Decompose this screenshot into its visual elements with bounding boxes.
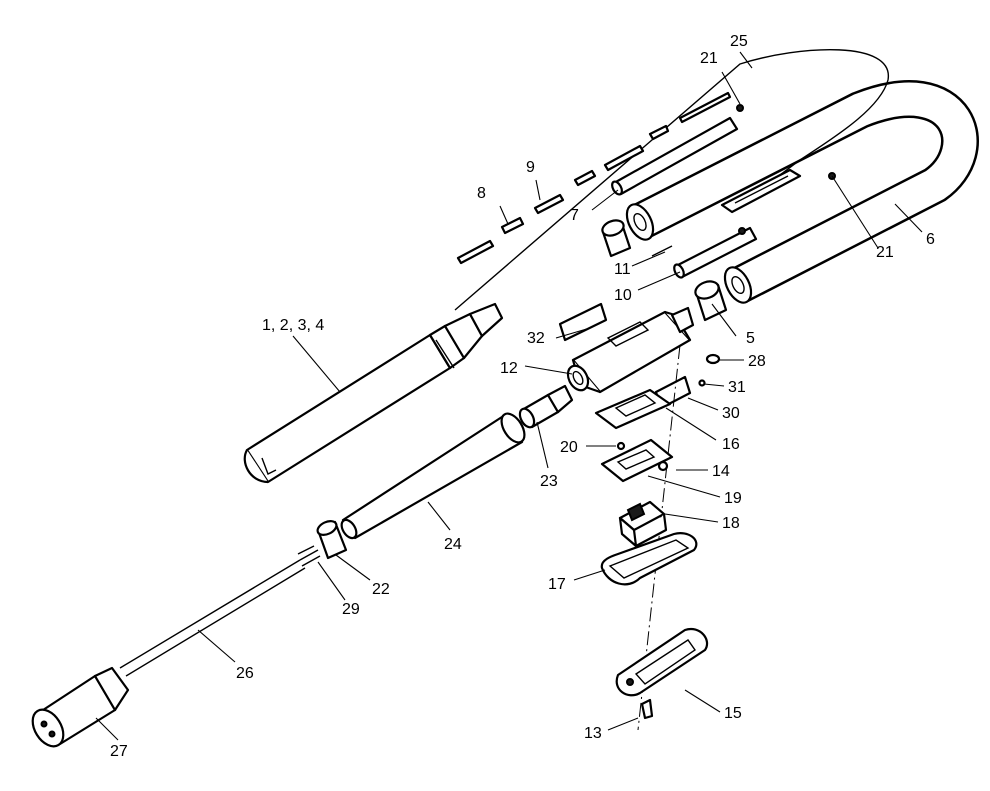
leader-lines — [95, 51, 923, 741]
collar-5 — [694, 280, 728, 322]
plate-19 — [600, 438, 674, 483]
callout-29: 29 — [342, 601, 360, 618]
callout-18: 18 — [722, 515, 740, 532]
callout-26: 26 — [236, 665, 254, 682]
callout-16: 16 — [722, 436, 740, 453]
plug-27 — [31, 666, 130, 748]
junction-box-12 — [566, 306, 695, 394]
callout-20: 20 — [560, 439, 578, 456]
callout-15: 15 — [724, 705, 742, 722]
callout-22: 22 — [372, 581, 390, 598]
callout-7: 7 — [570, 207, 579, 224]
callout-32: 32 — [527, 330, 545, 347]
callout-17: 17 — [548, 576, 566, 593]
callout-11: 11 — [614, 261, 631, 278]
callout-25: 25 — [730, 33, 748, 50]
callout-10: 10 — [614, 287, 632, 304]
tube-7 — [611, 116, 739, 196]
pins-8-9 — [456, 91, 836, 265]
callout-21-top: 21 — [700, 50, 718, 67]
collar-top — [601, 219, 632, 258]
callout-27: 27 — [110, 743, 128, 760]
switch-18 — [618, 500, 668, 548]
screw-31 — [698, 379, 706, 387]
vibrator-head-1-4 — [243, 302, 504, 484]
sleeve-24 — [340, 412, 526, 540]
callout-9: 9 — [526, 159, 535, 176]
callout-28: 28 — [748, 353, 766, 370]
nut-22 — [316, 520, 348, 560]
callout-1-2-3-4: 1, 2, 3, 4 — [262, 317, 324, 334]
wire-ends-29 — [297, 545, 321, 567]
gasket-17 — [600, 532, 698, 586]
connector-23 — [518, 384, 574, 429]
callout-14: 14 — [712, 463, 730, 480]
tube-10 — [673, 226, 758, 279]
o-ring-28 — [705, 353, 721, 365]
callout-24: 24 — [444, 536, 462, 553]
callout-19: 19 — [724, 490, 742, 507]
cable-clamp — [720, 168, 802, 214]
power-cable-26 — [119, 559, 306, 677]
callout-5: 5 — [746, 330, 755, 347]
screw-13 — [640, 698, 654, 720]
callout-12: 12 — [500, 360, 518, 377]
callout-6: 6 — [926, 231, 935, 248]
hose-6 — [625, 80, 979, 304]
label-32 — [558, 302, 608, 342]
cover-15 — [615, 627, 709, 697]
callout-31: 31 — [728, 379, 746, 396]
callout-13: 13 — [584, 725, 602, 742]
plate-16 — [594, 388, 672, 430]
callout-8: 8 — [477, 185, 486, 202]
callout-23: 23 — [540, 473, 558, 490]
callout-labels: 1, 2, 3, 4 5 6 7 8 9 10 11 12 13 14 15 1… — [110, 33, 935, 760]
callout-30: 30 — [722, 405, 740, 422]
callout-21-right: 21 — [876, 244, 894, 261]
screw-20 — [616, 441, 626, 451]
cable-25 — [454, 48, 889, 311]
screw-14 — [657, 460, 669, 472]
